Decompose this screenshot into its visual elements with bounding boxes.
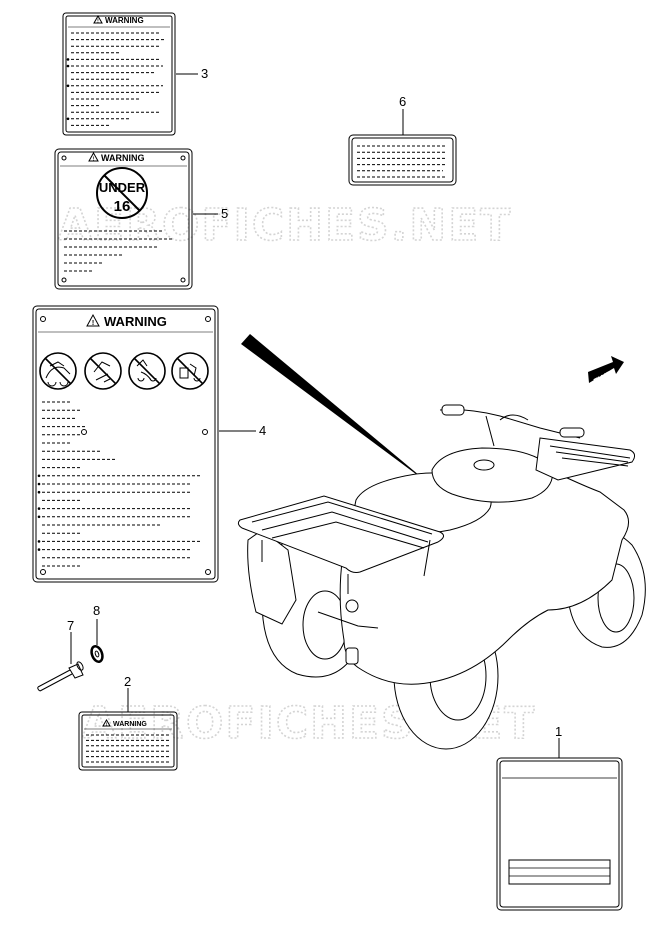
age-text: 16: [114, 198, 131, 215]
part-5-warning-heading: WARNING: [101, 153, 145, 163]
callout-2[interactable]: 2: [124, 674, 131, 689]
callout-3[interactable]: 3: [201, 66, 208, 81]
label-bullet: [37, 482, 41, 486]
label-bullet: [37, 515, 41, 519]
forward-arrow-icon: FWD: [588, 356, 624, 387]
no-drinking-icon: [84, 352, 122, 390]
no-passenger-icon: [39, 352, 77, 390]
label-bullet: [37, 490, 41, 494]
label-part-3[interactable]: ! WARNING: [62, 12, 176, 136]
callout-5[interactable]: 5: [221, 206, 228, 221]
label-bullet: [37, 548, 41, 551]
label-bullet: [37, 474, 41, 478]
under-text: UNDER: [99, 180, 146, 195]
label-bullet: [37, 507, 41, 510]
callout-1[interactable]: 1: [555, 724, 562, 739]
no-young-rider-icon: [171, 352, 209, 390]
callout-6[interactable]: 6: [399, 94, 406, 109]
svg-text:!: !: [92, 320, 94, 327]
label-bullet: [37, 540, 41, 543]
washer-part-8[interactable]: [90, 645, 105, 663]
svg-text:!: !: [106, 722, 108, 727]
callout-4[interactable]: 4: [259, 423, 266, 438]
label-part-2[interactable]: ! WARNING: [78, 711, 178, 771]
label-part-6[interactable]: [348, 134, 457, 186]
svg-text:!: !: [97, 19, 99, 25]
label-bullet: [66, 84, 70, 88]
rivet-part-7[interactable]: [37, 661, 85, 692]
label-part-4[interactable]: ! WARNING: [32, 305, 219, 583]
no-paved-road-icon: [128, 352, 166, 390]
part-2-warning-heading: WARNING: [113, 721, 147, 728]
label-bullet: [66, 64, 70, 68]
callouts: 3 5 6 4 7 8 2 1: [67, 66, 562, 758]
label-bullet: [66, 117, 70, 121]
no-under-16-icon: [96, 167, 148, 219]
pointer-wedge: [241, 334, 432, 486]
callout-8[interactable]: 8: [93, 603, 100, 618]
atv-illustration: [237, 404, 646, 750]
label-bullet: [66, 58, 70, 61]
callout-7[interactable]: 7: [67, 618, 74, 633]
part-3-warning-heading: WARNING: [105, 16, 144, 25]
label-part-5[interactable]: ! WARNING UNDER 16: [54, 148, 193, 290]
part-4-warning-heading: WARNING: [104, 314, 167, 329]
label-part-1[interactable]: [496, 757, 623, 911]
svg-text:!: !: [93, 157, 95, 163]
watermark-top: AEROFICHES.NET: [58, 200, 512, 251]
